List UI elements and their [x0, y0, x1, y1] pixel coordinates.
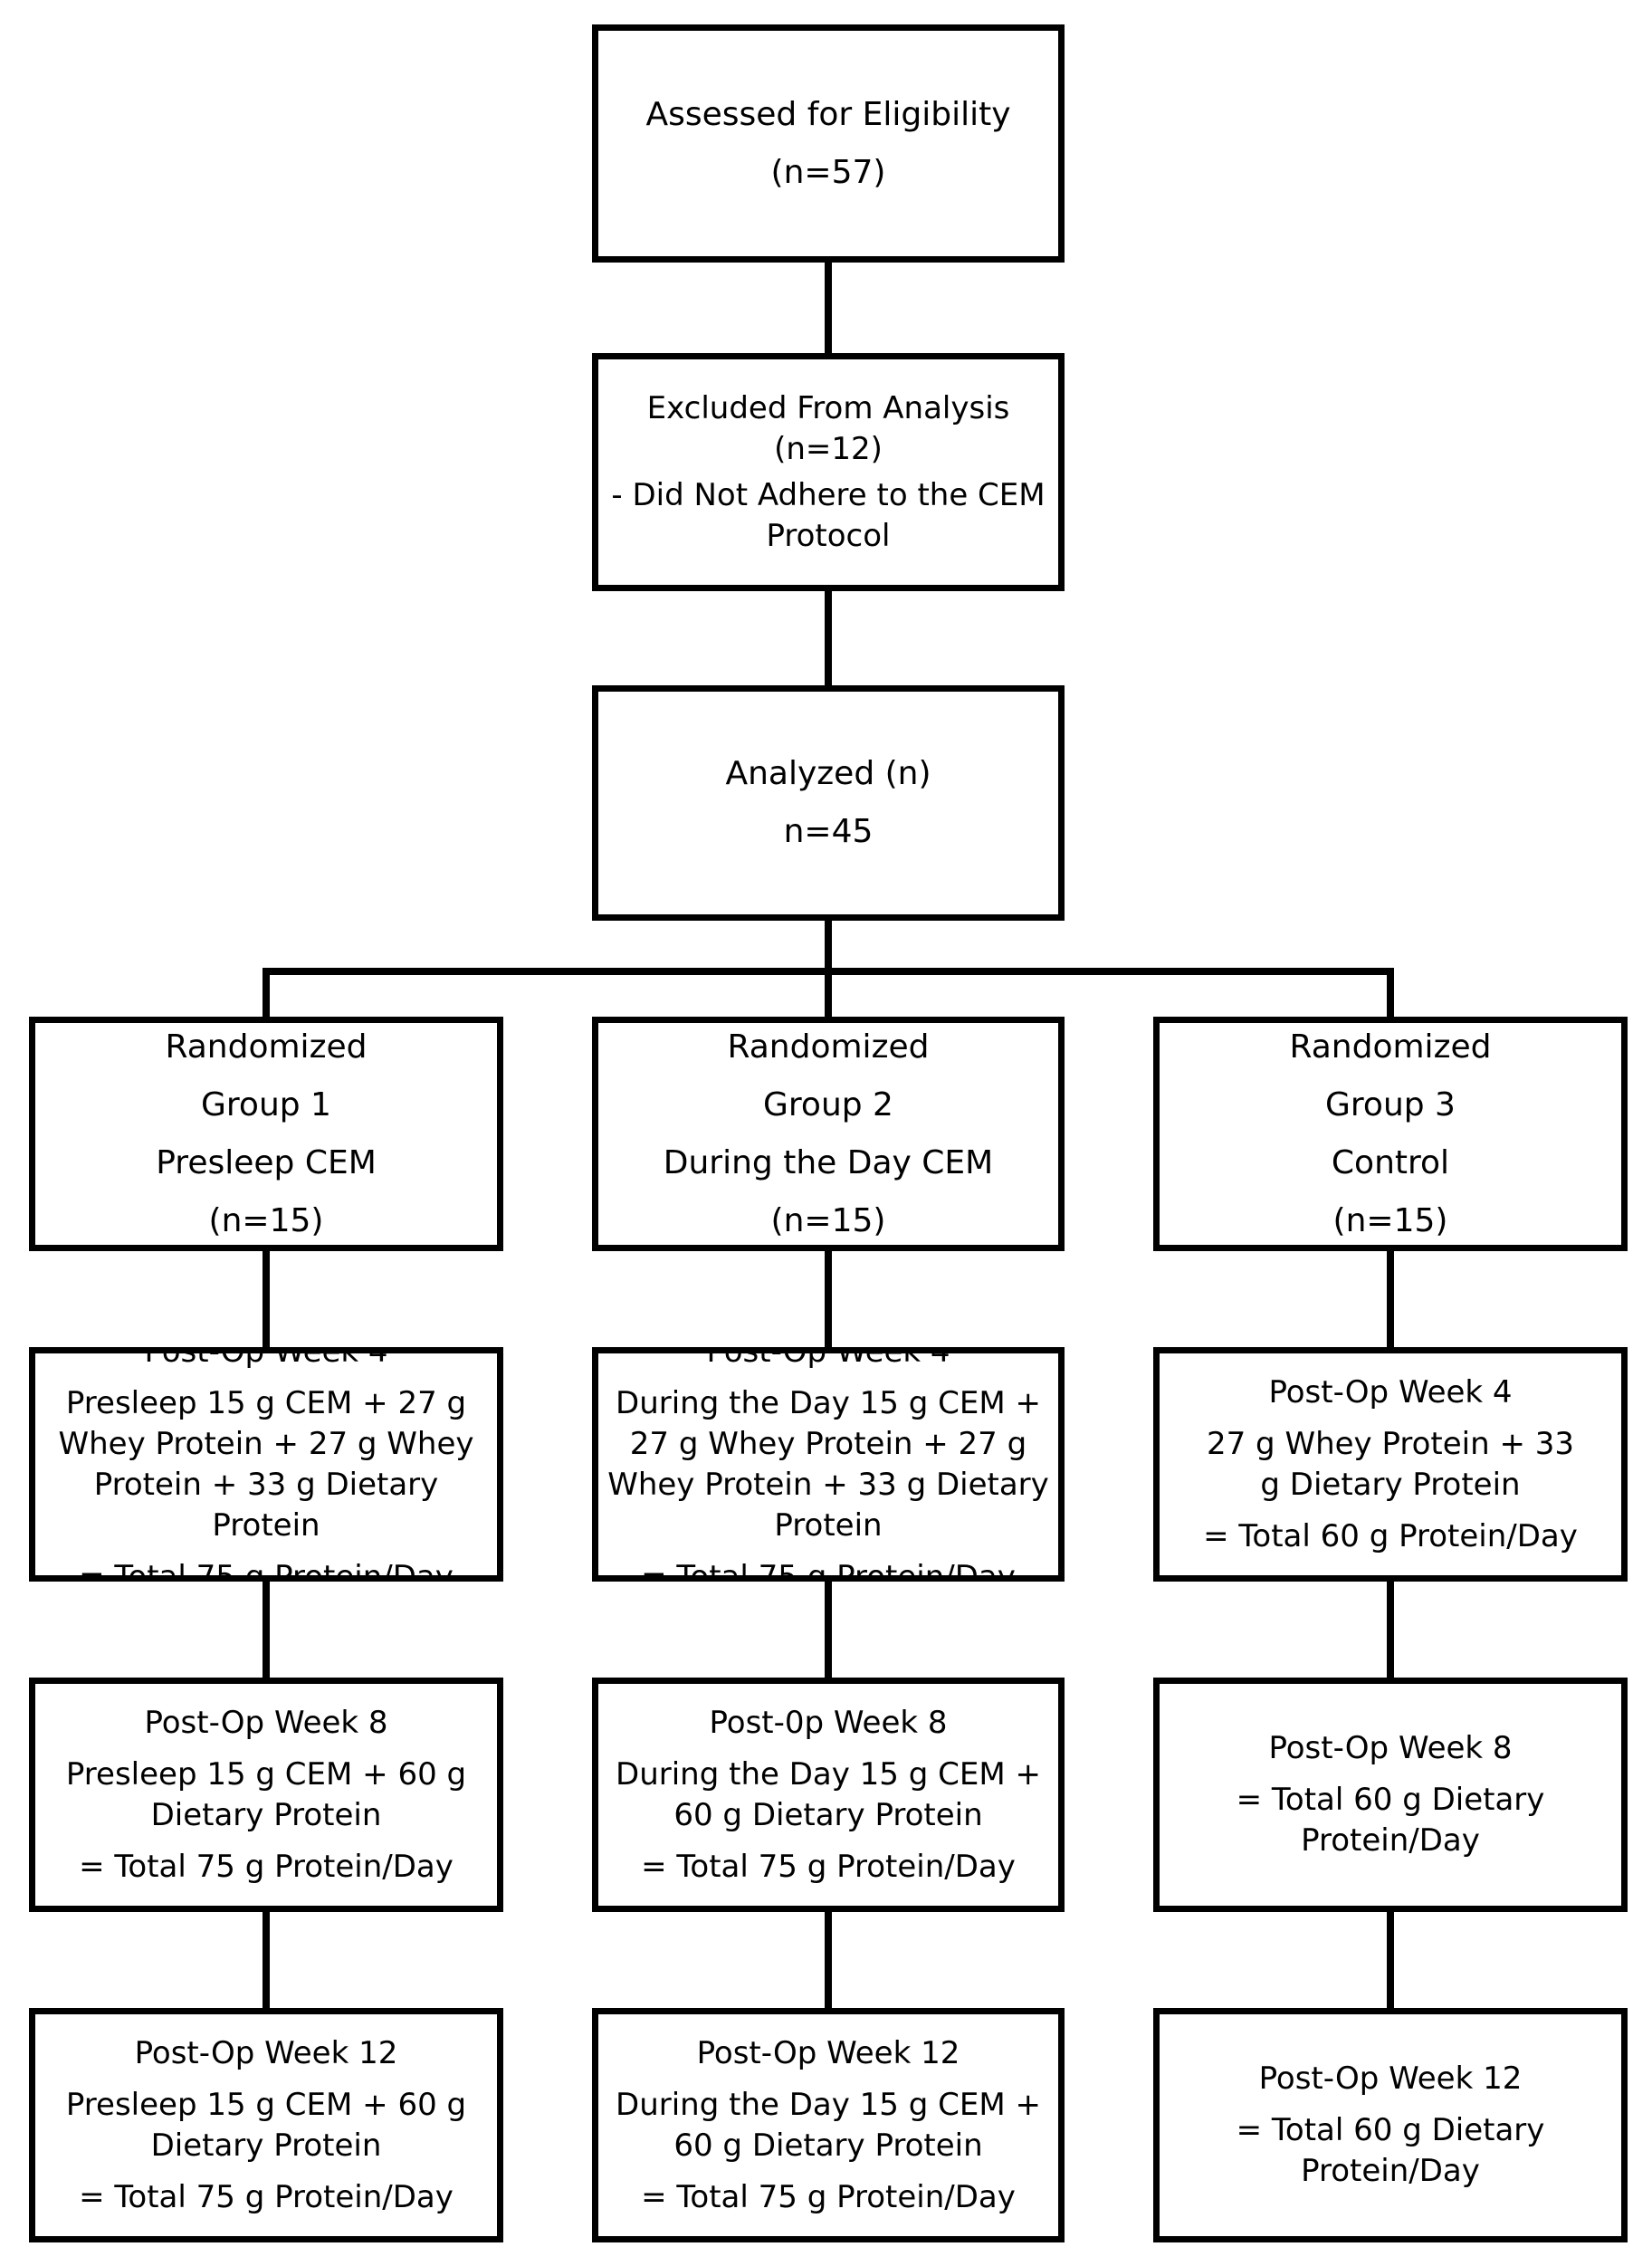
- group2-week4-box: Post-Op Week 4 During the Day 15 g CEM +…: [592, 1347, 1065, 1582]
- group1-week8-title: Post-Op Week 8: [144, 1704, 388, 1741]
- group1-week12-total: = Total 75 g Protein/Day: [79, 2178, 454, 2215]
- group1-week4-total: = Total 75 g Protein/Day: [79, 1558, 454, 1582]
- group2-week12-intake: During the Day 15 g CEM + 60 g Dietary P…: [616, 2086, 1041, 2164]
- group3-count: (n=15): [1332, 1201, 1448, 1239]
- group2-week8-title: Post-0p Week 8: [709, 1704, 948, 1741]
- group3-week4-title: Post-Op Week 4: [1268, 1373, 1513, 1410]
- excluded-title: Excluded From Analysis: [646, 389, 1010, 426]
- excluded-count: (n=12): [774, 430, 883, 467]
- group1-week12-box: Post-Op Week 12 Presleep 15 g CEM + 60 g…: [29, 2008, 503, 2242]
- group2-week8-intake: During the Day 15 g CEM + 60 g Dietary P…: [616, 1755, 1041, 1833]
- group2-week4-title: Post-Op Week 4: [706, 1347, 950, 1370]
- group3-week8-total: = Total 60 g Dietary Protein/Day: [1236, 1782, 1545, 1859]
- group2-week12-box: Post-Op Week 12 During the Day 15 g CEM …: [592, 2008, 1065, 2242]
- group3-week8-title: Post-Op Week 8: [1268, 1730, 1513, 1766]
- group1-week4-box: Post-Op Week 4 Presleep 15 g CEM + 27 g …: [29, 1347, 503, 1582]
- group2-count: (n=15): [770, 1201, 886, 1239]
- group2-week4-intake: During the Day 15 g CEM + 27 g Whey Prot…: [607, 1384, 1049, 1544]
- group2-week12-total: = Total 75 g Protein/Day: [641, 2178, 1016, 2215]
- group2-randomized-box: Randomized Group 2 During the Day CEM (n…: [592, 1017, 1065, 1251]
- analyzed-count: n=45: [783, 813, 874, 850]
- group1-condition: Presleep CEM: [156, 1143, 377, 1181]
- group2-condition: During the Day CEM: [663, 1143, 994, 1181]
- group3-week4-total: = Total 60 g Protein/Day: [1203, 1517, 1578, 1554]
- group3-week4-intake: 27 g Whey Protein + 33 g Dietary Protein: [1206, 1425, 1575, 1503]
- group1-week8-box: Post-Op Week 8 Presleep 15 g CEM + 60 g …: [29, 1678, 503, 1912]
- group3-week4-box: Post-Op Week 4 27 g Whey Protein + 33 g …: [1153, 1347, 1628, 1582]
- group1-week4-title: Post-Op Week 4: [144, 1347, 388, 1370]
- analyzed-title: Analyzed (n): [725, 755, 931, 792]
- group3-name: Group 3: [1325, 1085, 1456, 1123]
- group1-randomized-label: Randomized: [165, 1028, 368, 1066]
- group3-randomized-label: Randomized: [1289, 1028, 1492, 1066]
- excluded-box: Excluded From Analysis (n=12) - Did Not …: [592, 353, 1065, 591]
- group2-name: Group 2: [763, 1085, 893, 1123]
- group1-randomized-box: Randomized Group 1 Presleep CEM (n=15): [29, 1017, 503, 1251]
- group2-week12-title: Post-Op Week 12: [696, 2034, 960, 2071]
- group1-week4-intake: Presleep 15 g CEM + 27 g Whey Protein + …: [58, 1384, 474, 1544]
- group1-week8-total: = Total 75 g Protein/Day: [79, 1848, 454, 1885]
- eligibility-count: (n=57): [770, 153, 886, 191]
- group1-week8-intake: Presleep 15 g CEM + 60 g Dietary Protein: [65, 1755, 467, 1833]
- group1-week12-intake: Presleep 15 g CEM + 60 g Dietary Protein: [65, 2086, 467, 2164]
- group3-week12-total: = Total 60 g Dietary Protein/Day: [1236, 2112, 1545, 2189]
- group2-randomized-label: Randomized: [727, 1028, 930, 1066]
- group3-week12-title: Post-Op Week 12: [1258, 2060, 1523, 2097]
- group2-week8-box: Post-0p Week 8 During the Day 15 g CEM +…: [592, 1678, 1065, 1912]
- group3-week12-box: Post-Op Week 12 = Total 60 g Dietary Pro…: [1153, 2008, 1628, 2242]
- group1-name: Group 1: [201, 1085, 331, 1123]
- excluded-reason: - Did Not Adhere to the CEM Protocol: [611, 476, 1046, 554]
- group3-week8-box: Post-Op Week 8 = Total 60 g Dietary Prot…: [1153, 1678, 1628, 1912]
- eligibility-title: Assessed for Eligibility: [645, 95, 1011, 133]
- group2-week4-total: = Total 75 g Protein/Day: [641, 1558, 1016, 1582]
- group1-count: (n=15): [208, 1201, 324, 1239]
- group2-week8-total: = Total 75 g Protein/Day: [641, 1848, 1016, 1885]
- group3-condition: Control: [1331, 1143, 1450, 1181]
- eligibility-box: Assessed for Eligibility (n=57): [592, 24, 1065, 263]
- analyzed-box: Analyzed (n) n=45: [592, 685, 1065, 921]
- group1-week12-title: Post-Op Week 12: [134, 2034, 398, 2071]
- group3-randomized-box: Randomized Group 3 Control (n=15): [1153, 1017, 1628, 1251]
